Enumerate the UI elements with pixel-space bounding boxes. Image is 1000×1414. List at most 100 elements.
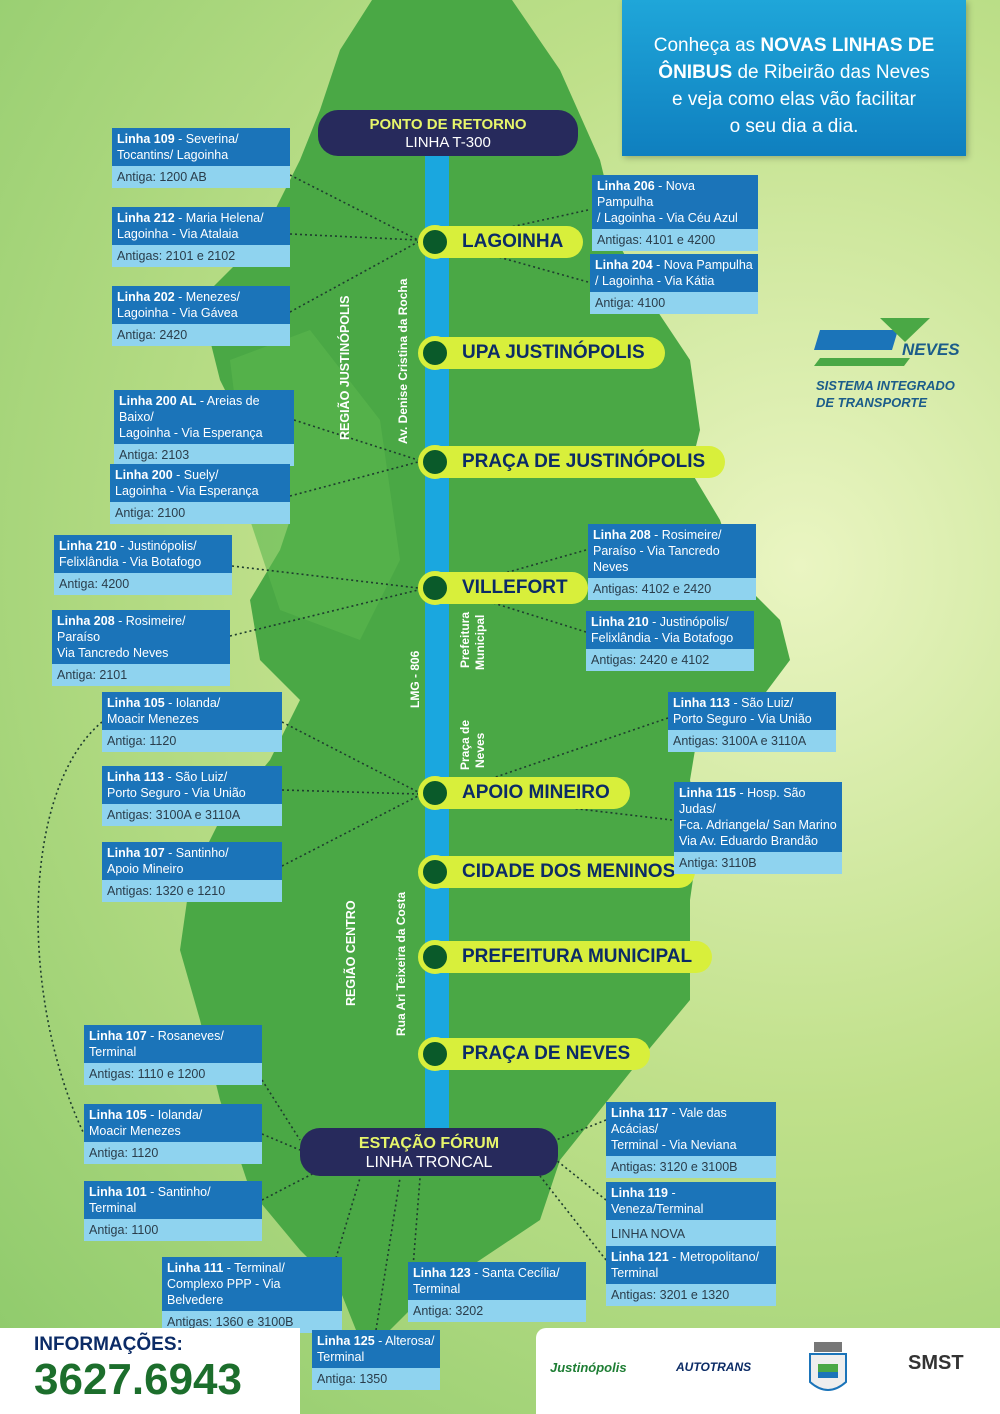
stop-marker (418, 1037, 452, 1071)
stop-marker (418, 336, 452, 370)
line-dest2: Felixlândia - Via Botafogo (591, 631, 734, 645)
line-dest: - Nova Pampulha (597, 179, 695, 209)
terminal-estacao-forum[interactable]: ESTAÇÃO FÓRUM LINHA TRONCAL (300, 1128, 558, 1176)
line-card-206[interactable]: Linha 206 - Nova Pampulha/ Lagoinha - Vi… (592, 175, 758, 251)
line-dest: - Maria Helena/ (174, 211, 264, 225)
map-region (180, 0, 790, 1340)
line-old: Antiga: 4200 (54, 573, 232, 595)
line-dest2: Terminal (611, 1266, 659, 1280)
line-card-208-right[interactable]: Linha 208 - Rosimeire/Paraíso - Via Tanc… (588, 524, 756, 600)
line-card-117[interactable]: Linha 117 - Vale das Acácias/Terminal - … (606, 1102, 776, 1178)
line-dest: - Nova Pampulha (652, 258, 753, 272)
line-old: Antiga: 4100 (590, 292, 758, 314)
line-number: Linha 105 (89, 1108, 147, 1122)
stop-lagoinha[interactable]: LAGOINHA (418, 225, 584, 259)
line-dest: - Vale das Acácias/ (611, 1106, 727, 1136)
stop-label: PRAÇA DE NEVES (440, 1038, 651, 1070)
stop-label: PREFEITURA MUNICIPAL (440, 941, 713, 973)
line-dest2: Terminal (413, 1282, 461, 1296)
justinopolis-logo: Justinópolis (550, 1360, 627, 1375)
stop-label: PRAÇA DE JUSTINÓPOLIS (440, 446, 726, 478)
route-line (425, 150, 449, 1140)
line-old: Antigas: 1360 e 3100B (162, 1311, 342, 1333)
line-card-200al[interactable]: Linha 200 AL - Areias de Baixo/Lagoinha … (114, 390, 294, 466)
line-card-212[interactable]: Linha 212 - Maria Helena/Lagoinha - Via … (112, 207, 290, 267)
line-card-111[interactable]: Linha 111 - Terminal/Complexo PPP - Via … (162, 1257, 342, 1333)
line-number: Linha 200 AL (119, 394, 197, 408)
info-phone[interactable]: 3627.6943 (34, 1355, 242, 1404)
line-old: Antigas: 3201 e 1320 (606, 1284, 776, 1306)
line-dest: - Veneza/Terminal (611, 1186, 704, 1216)
line-card-204[interactable]: Linha 204 - Nova Pampulha/ Lagoinha - Vi… (590, 254, 758, 314)
line-card-113-right[interactable]: Linha 113 - São Luiz/Porto Seguro - Via … (668, 692, 836, 752)
line-dest2: Lagoinha - Via Gávea (117, 306, 238, 320)
line-old: Antiga: 1350 (312, 1368, 440, 1390)
stop-apoio-mineiro[interactable]: APOIO MINEIRO (418, 776, 630, 810)
line-old: Antiga: 2100 (110, 502, 290, 524)
line-old: Antigas: 3100A e 3110A (102, 804, 282, 826)
line-number: Linha 107 (89, 1029, 147, 1043)
terminal-top-sub: LINHA T-300 (405, 134, 491, 151)
line-dest3: Via Av. Eduardo Brandão (679, 834, 818, 848)
line-dest2: Porto Seguro - Via União (673, 712, 812, 726)
line-card-210-left[interactable]: Linha 210 - Justinópolis/Felixlândia - V… (54, 535, 232, 595)
stop-praca-de-neves[interactable]: PRAÇA DE NEVES (418, 1037, 651, 1071)
stop-marker (418, 940, 452, 974)
line-dest: - Justinópolis/ (116, 539, 197, 553)
line-old: Antigas: 1320 e 1210 (102, 880, 282, 902)
line-number: Linha 206 (597, 179, 655, 193)
sit-description: SISTEMA INTEGRADO DE TRANSPORTE (816, 377, 955, 411)
stop-marker (418, 225, 452, 259)
line-card-200[interactable]: Linha 200 - Suely/Lagoinha - Via Esperan… (110, 464, 290, 524)
intro-text-1a: Conheça as (653, 35, 761, 56)
stop-marker (418, 571, 452, 605)
line-dest2: Terminal (89, 1201, 137, 1215)
sponsor-logos: Justinópolis AUTOTRANS SMST (536, 1328, 1000, 1414)
stop-upa-justinopolis[interactable]: UPA JUSTINÓPOLIS (418, 336, 665, 370)
stop-label: APOIO MINEIRO (440, 777, 630, 809)
line-dest: - Suely/ (172, 468, 219, 482)
stop-prefeitura-municipal[interactable]: PREFEITURA MUNICIPAL (418, 940, 713, 974)
line-number: Linha 113 (107, 770, 164, 784)
stop-cidade-dos-meninos[interactable]: CIDADE DOS MENINOS (418, 855, 696, 889)
line-dest2: Terminal (317, 1350, 365, 1364)
city-crest-icon (809, 1342, 847, 1391)
line-dest: - Santa Cecília/ (470, 1266, 560, 1280)
line-dest: - Alterosa/ (374, 1334, 435, 1348)
line-card-202[interactable]: Linha 202 - Menezes/Lagoinha - Via Gávea… (112, 286, 290, 346)
line-dest: - São Luiz/ (729, 696, 794, 710)
line-number: Linha 107 (107, 846, 165, 860)
line-card-210-right[interactable]: Linha 210 - Justinópolis/Felixlândia - V… (586, 611, 754, 671)
stop-praca-justinopolis[interactable]: PRAÇA DE JUSTINÓPOLIS (418, 445, 726, 479)
line-dest2: / Lagoinha - Via Kátia (595, 274, 715, 288)
line-card-115[interactable]: Linha 115 - Hosp. São Judas/Fca. Adriang… (674, 782, 842, 874)
line-dest: - Santinho/ (164, 846, 229, 860)
line-old: Antigas: 2420 e 4102 (586, 649, 754, 671)
label-prefeitura-a: Prefeitura (458, 611, 472, 668)
line-old: Antiga: 1120 (102, 730, 282, 752)
line-number: Linha 202 (117, 290, 175, 304)
line-dest2: Moacir Menezes (107, 712, 199, 726)
label-regiao-centro: REGIÃO CENTRO (344, 900, 358, 1006)
terminal-ponto-retorno[interactable]: PONTO DE RETORNO LINHA T-300 (318, 110, 578, 156)
line-dest: - Rosimeire/ (650, 528, 722, 542)
line-dest2: Paraíso - Via Tancredo Neves (593, 544, 720, 574)
stop-villefort[interactable]: VILLEFORT (418, 571, 588, 605)
intro-text-2a: ÔNIBUS (658, 62, 733, 83)
line-number: Linha 101 (89, 1185, 147, 1199)
sit-logo-shapes (814, 318, 930, 366)
line-dest2: Apoio Mineiro (107, 862, 184, 876)
line-card-113-left[interactable]: Linha 113 - São Luiz/Porto Seguro - Via … (102, 766, 282, 826)
line-number: Linha 105 (107, 696, 165, 710)
line-card-109[interactable]: Linha 109 - Severina/Tocantins/ Lagoinha… (112, 128, 290, 188)
